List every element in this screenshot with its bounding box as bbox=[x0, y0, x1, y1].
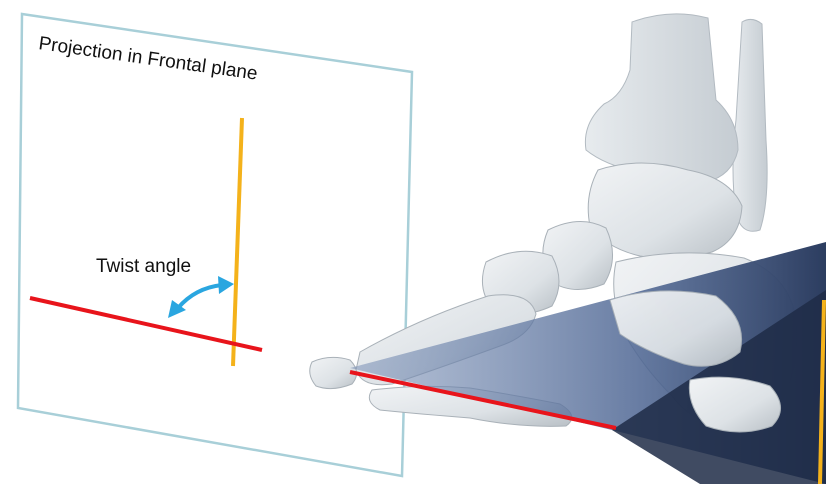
frontal-plane-panel: Projection in Frontal plane Twist angle bbox=[18, 14, 412, 476]
twist-angle-label: Twist angle bbox=[96, 256, 191, 277]
frontal-plane-border bbox=[18, 14, 412, 476]
tibia-bone bbox=[585, 14, 738, 185]
toe-bones bbox=[310, 357, 357, 388]
